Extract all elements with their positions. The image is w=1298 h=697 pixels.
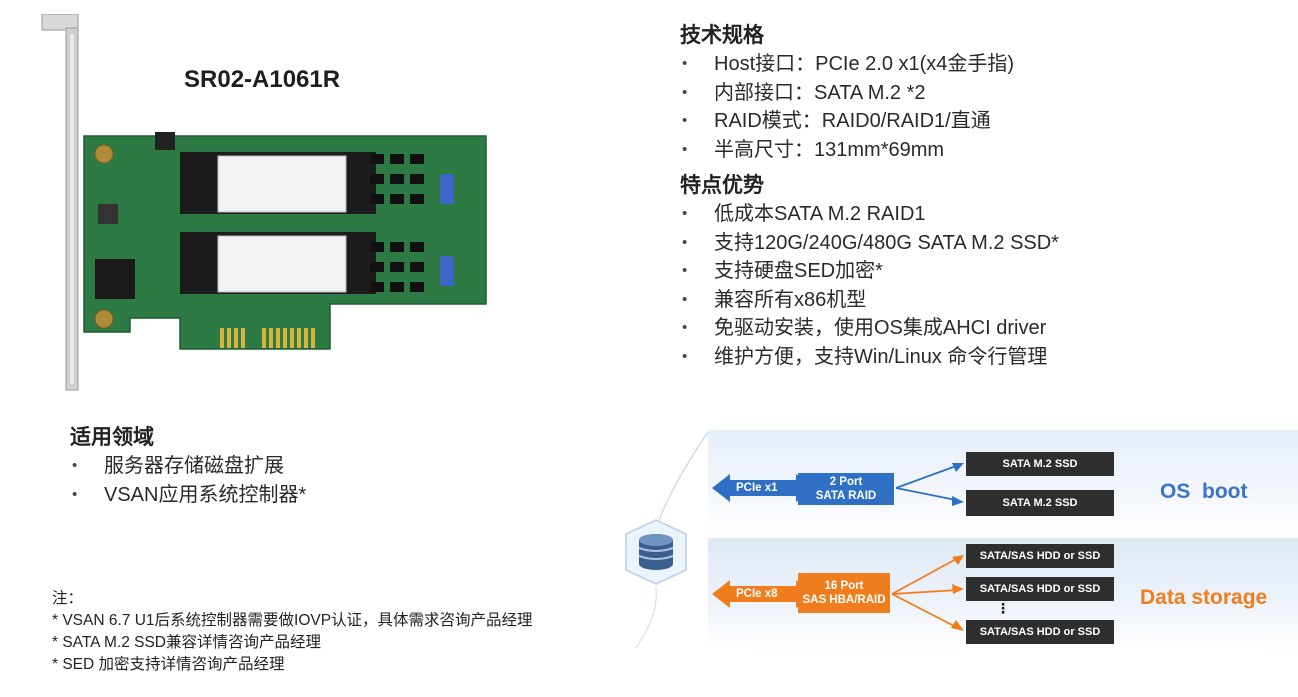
features-section: 特点优势 低成本SATA M.2 RAID1 支持120G/240G/480G … [680, 172, 1059, 371]
sata-raid-controller: 2 Port SATA RAID [798, 473, 894, 505]
sas-drive-3: SATA/SAS HDD or SSD [966, 620, 1114, 644]
pcie-x8-label: PCIe x8 [736, 588, 778, 600]
notes-block: 注： * VSAN 6.7 U1后系统控制器需要做IOVP认证，具体需求咨询产品… [52, 588, 533, 676]
applications-section: 适用领域 服务器存储磁盘扩展 VSAN应用系统控制器* [70, 424, 306, 509]
spec-item: Host接口：PCIe 2.0 x1(x4金手指) [680, 50, 1014, 79]
pcie-x1-arrow [712, 474, 814, 502]
raid-card-image [41, 14, 487, 391]
features-heading: 特点优势 [680, 174, 764, 197]
database-icon [625, 519, 687, 585]
feature-item: 兼容所有x86机型 [680, 286, 1059, 315]
specs-heading: 技术规格 [680, 24, 764, 47]
pcie-x1-label: PCIe x1 [736, 482, 778, 494]
architecture-diagram: PCIe x1 2 Port SATA RAID SATA M.2 SSD SA… [600, 428, 1298, 648]
note-line: * SED 加密支持详情咨询产品经理 [52, 656, 285, 673]
application-item: 服务器存储磁盘扩展 [70, 452, 306, 481]
feature-item: 免驱动安装，使用OS集成AHCI driver [680, 314, 1059, 343]
feature-item: 维护方便，支持Win/Linux 命令行管理 [680, 343, 1059, 372]
data-storage-label: Data storage [1140, 586, 1268, 609]
sata-raid-line1: 2 Port [829, 476, 863, 488]
sata-m2-ssd-2: SATA M.2 SSD [966, 490, 1114, 516]
product-title: SR02-A1061R [184, 66, 341, 93]
applications-heading: 适用领域 [70, 426, 154, 449]
sas-drive-1: SATA/SAS HDD or SSD [966, 544, 1114, 568]
feature-item: 支持120G/240G/480G SATA M.2 SSD* [680, 229, 1059, 258]
os-boot-label: OS boot [1160, 480, 1248, 503]
feature-item: 低成本SATA M.2 RAID1 [680, 200, 1059, 229]
sas-drive-2: SATA/SAS HDD or SSD [966, 577, 1114, 601]
specs-section: 技术规格 Host接口：PCIe 2.0 x1(x4金手指) 内部接口：SATA… [680, 22, 1014, 164]
spec-item: RAID模式：RAID0/RAID1/直通 [680, 107, 1014, 136]
feature-item: 支持硬盘SED加密* [680, 257, 1059, 286]
note-line: * SATA M.2 SSD兼容详情咨询产品经理 [52, 634, 321, 651]
sata-m2-ssd-1: SATA M.2 SSD [966, 452, 1114, 476]
note-line: * VSAN 6.7 U1后系统控制器需要做IOVP认证，具体需求咨询产品经理 [52, 612, 533, 629]
sas-hba-line2: SAS HBA/RAID [802, 594, 886, 606]
diagram-arrows [625, 431, 964, 648]
sas-hba-line1: 16 Port [824, 580, 864, 592]
application-item: VSAN应用系统控制器* [70, 481, 306, 510]
spec-item: 半高尺寸：131mm*69mm [680, 136, 1014, 165]
more-drives-ellipsis: ⋮ [996, 600, 1010, 616]
sas-hba-raid-controller: 16 Port SAS HBA/RAID [798, 573, 890, 613]
notes-heading: 注： [52, 590, 84, 607]
sata-raid-line2: SATA RAID [815, 490, 877, 502]
pcie-x8-arrow [712, 580, 814, 608]
spec-item: 内部接口：SATA M.2 *2 [680, 79, 1014, 108]
